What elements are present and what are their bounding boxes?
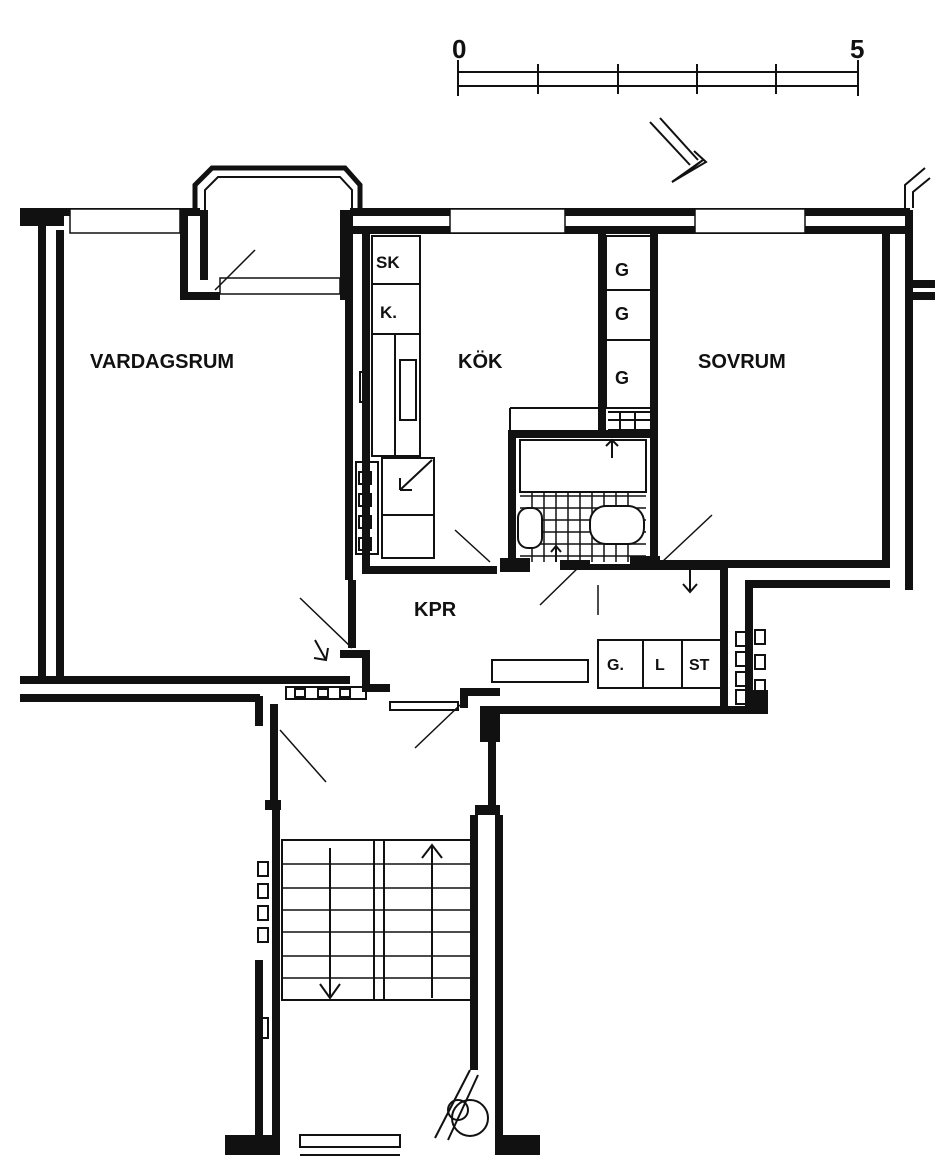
bathroom	[517, 411, 650, 562]
hall-closet-label-l: L	[655, 657, 665, 674]
interior-walls	[340, 210, 725, 742]
toilet-icon	[517, 507, 543, 549]
wardrobe-label-2: G	[615, 304, 629, 324]
sink-icon	[589, 505, 645, 545]
hall-closet-label-st: ST	[689, 657, 710, 674]
outer-walls	[20, 167, 935, 714]
scale-end-label: 5	[850, 34, 864, 64]
kitchen-cabinet-sk-label: SK	[376, 253, 400, 272]
kitchen-cabinet-k-label: K.	[380, 303, 397, 322]
bedroom-wardrobes: G G G	[605, 235, 653, 409]
scale-bar: 0 5	[452, 34, 864, 96]
room-label-bedroom: SOVRUM	[698, 351, 786, 373]
room-label-hall: KPR	[414, 599, 457, 621]
scale-start-label: 0	[452, 34, 466, 64]
hall-closet-label-g: G.	[607, 657, 624, 674]
wardrobe-label-1: G	[615, 260, 629, 280]
kitchen-counter: SK K.	[355, 235, 435, 559]
hall-closets: G. L ST	[285, 629, 766, 711]
door-swings	[279, 514, 713, 783]
balcony-bay	[180, 165, 363, 300]
room-label-kitchen: KÖK	[458, 350, 503, 373]
orientation-arrow-icon	[649, 117, 708, 183]
wardrobe-label-3: G	[615, 368, 629, 388]
stairwell	[225, 696, 540, 1156]
room-label-living: VARDAGSRUM	[90, 351, 234, 373]
hall-bench	[491, 659, 589, 683]
